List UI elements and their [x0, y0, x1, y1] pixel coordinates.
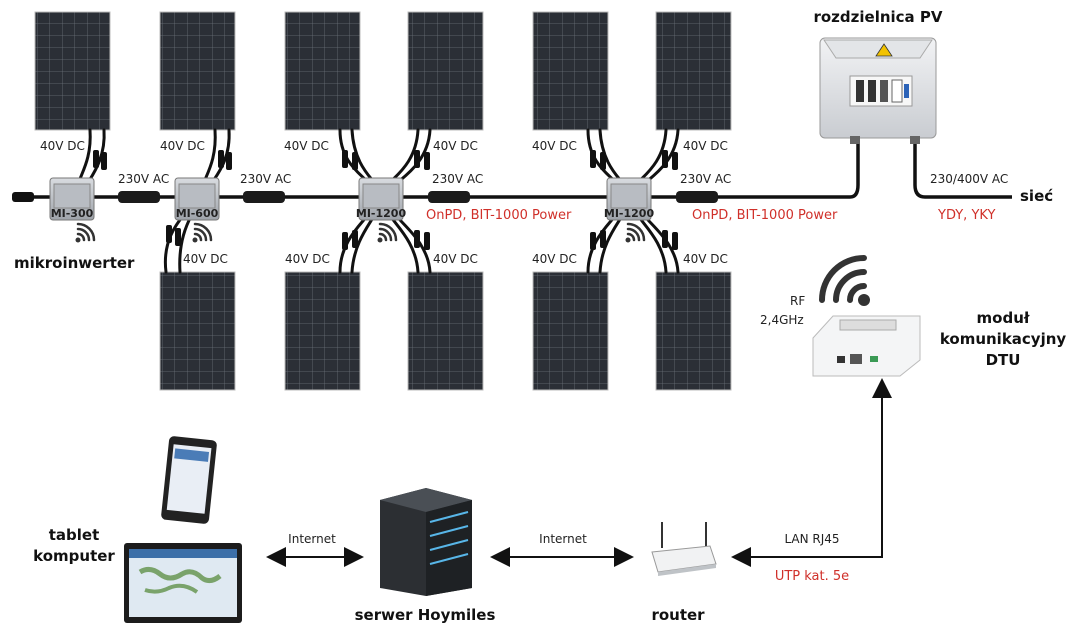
ac-trunk-cable: [12, 140, 1012, 203]
inverter-label: MI-1200: [356, 207, 407, 220]
server-label: serwer Hoymiles: [355, 606, 496, 624]
dc-label: 40V DC: [683, 252, 728, 266]
mikroinwerter-label: mikroinwerter: [14, 254, 135, 272]
grid-cable-label: YDY, YKY: [937, 208, 995, 223]
ac-label: 230V AC: [432, 172, 483, 186]
dc-label: 40V DC: [532, 139, 577, 153]
dtu-module: RF 2,4GHz moduł komunikacyjny DTU: [760, 255, 1067, 377]
ac-label: 230V AC: [680, 172, 731, 186]
tablet-label: tablet: [49, 526, 100, 544]
rf-label: RF: [790, 294, 805, 308]
solar-panel: [407, 11, 484, 131]
router-label: router: [651, 606, 705, 624]
dc-label: 40V DC: [284, 139, 329, 153]
microinverters: MI-300 MI-600 MI-1200 MI-1200: [49, 177, 655, 221]
lan-label: LAN RJ45: [784, 532, 839, 546]
server-icon: [380, 488, 472, 596]
inverter-mi-300: MI-300: [49, 177, 95, 221]
rf-frequency-label: 2,4GHz: [760, 313, 804, 327]
wifi-icon: [625, 222, 646, 243]
router-icon: [651, 522, 717, 576]
ac-label: 230V AC: [240, 172, 291, 186]
dc-label: 40V DC: [433, 139, 478, 153]
inverter-mi-600: MI-600: [174, 177, 220, 221]
dc-label: 40V DC: [183, 252, 228, 266]
solar-panel: [284, 271, 361, 391]
inverter-label: MI-300: [51, 207, 94, 220]
switchboard-output-label: 230/400V AC: [930, 172, 1008, 186]
dc-label: 40V DC: [433, 252, 478, 266]
dc-labels: 40V DC 40V DC 40V DC 40V DC 40V DC 40V D…: [40, 139, 728, 266]
switchboard-title: rozdzielnica PV: [813, 8, 942, 26]
ac-labels: 230V AC 230V AC 230V AC 230V AC: [118, 172, 731, 186]
warning-icon: [875, 43, 893, 57]
wifi-icon: [75, 222, 96, 243]
internet-label: Internet: [288, 532, 336, 546]
panels-bottom: [159, 271, 732, 391]
panels-top: [34, 11, 732, 131]
cable-type-label: OnPD, BIT-1000 Power: [692, 208, 838, 223]
dc-label: 40V DC: [532, 252, 577, 266]
cable-type-label: OnPD, BIT-1000 Power: [426, 208, 572, 223]
lan-link: [731, 378, 892, 567]
dc-connectors: [93, 150, 678, 250]
wifi-icon: [192, 222, 213, 243]
solar-panel: [159, 271, 236, 391]
tablet-device: [161, 436, 217, 524]
wifi-icons-inverters: [75, 222, 646, 243]
dtu-title-line: moduł: [977, 309, 1030, 327]
ac-label: 230V AC: [118, 172, 169, 186]
network-links: [266, 378, 892, 567]
dc-label: 40V DC: [683, 139, 728, 153]
inverter-label: MI-600: [176, 207, 219, 220]
switchboard: rozdzielnica PV 230/400V AC sieć YDY, YK…: [813, 8, 1053, 223]
solar-panel: [407, 271, 484, 391]
wifi-icon: [377, 222, 398, 243]
dtu-title-line: DTU: [986, 351, 1021, 369]
solar-panel: [34, 11, 111, 131]
solar-panel: [159, 11, 236, 131]
dc-label: 40V DC: [160, 139, 205, 153]
wifi-icon: [819, 255, 870, 306]
laptop-device: [124, 543, 242, 623]
inverter-mi-1200-b: MI-1200: [604, 177, 655, 221]
utp-label: UTP kat. 5e: [775, 569, 849, 584]
solar-panel: [284, 11, 361, 131]
solar-panel: [655, 271, 732, 391]
inverter-mi-1200-a: MI-1200: [356, 177, 407, 221]
dtu-title-line: komunikacyjny: [940, 330, 1067, 348]
dc-label: 40V DC: [40, 139, 85, 153]
dc-label: 40V DC: [285, 252, 330, 266]
inverter-label: MI-1200: [604, 207, 655, 220]
computer-label: komputer: [33, 547, 115, 565]
internet-label: Internet: [539, 532, 587, 546]
solar-panel: [655, 11, 732, 131]
solar-panel: [532, 11, 609, 131]
grid-label: sieć: [1020, 187, 1053, 205]
solar-panel: [532, 271, 609, 391]
